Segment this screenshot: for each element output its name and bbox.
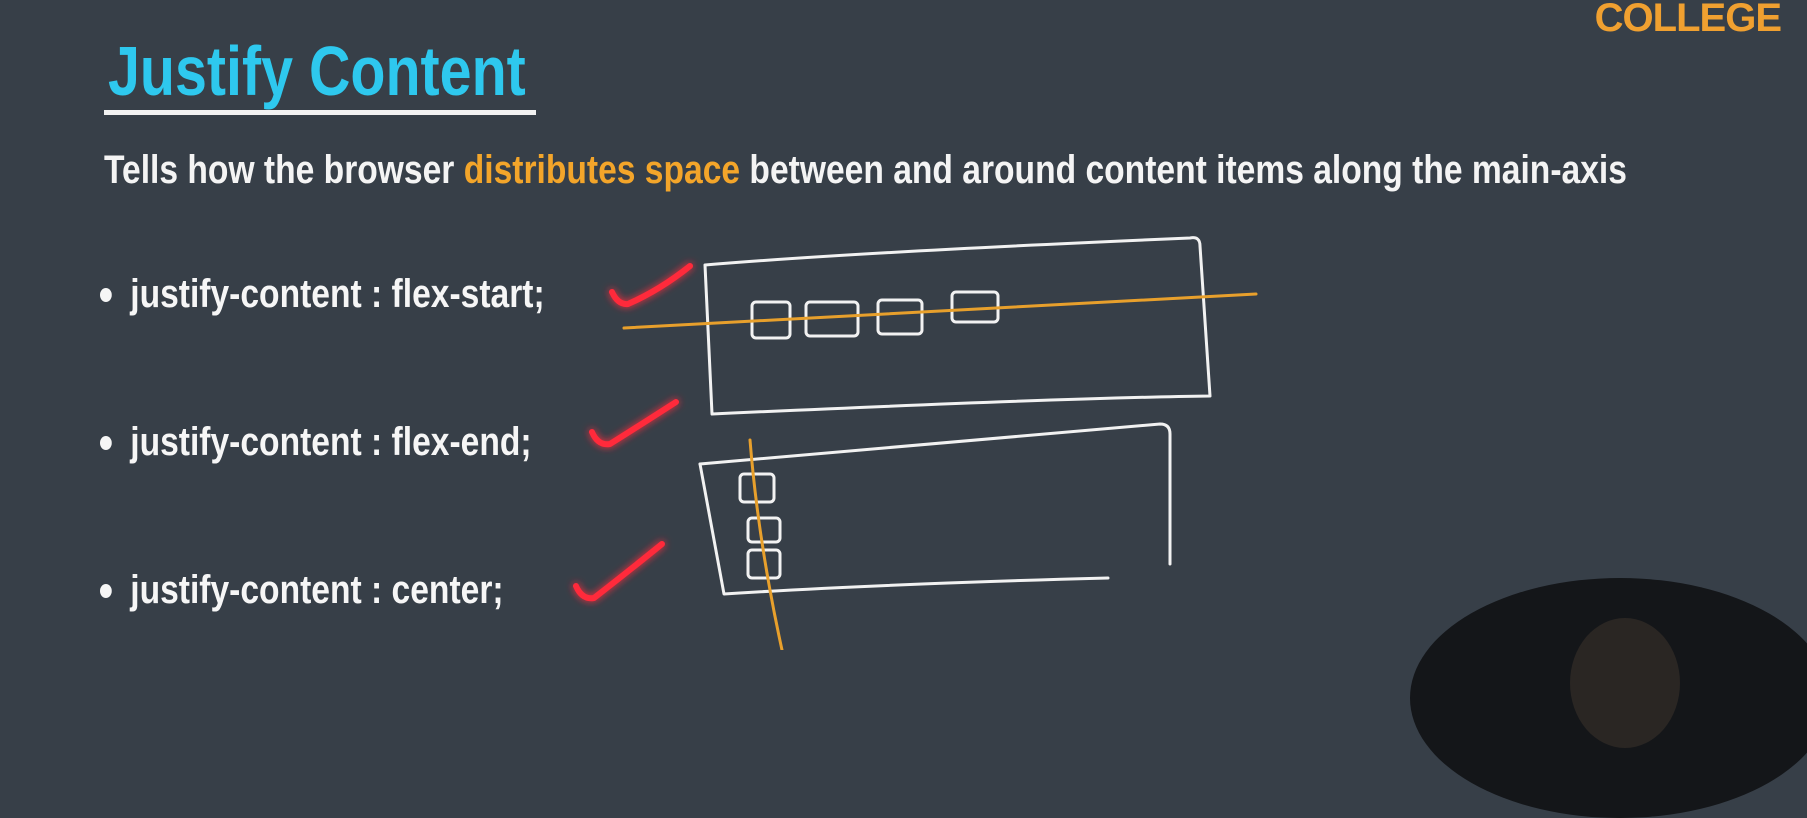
bullet-flex-end: justify-content : flex-end; <box>100 420 532 465</box>
main-axis-line-vertical <box>748 438 784 650</box>
presenter-silhouette <box>1570 618 1680 748</box>
subtitle-text-before: Tells how the browser <box>104 148 464 192</box>
sketch-container-column <box>698 422 1172 566</box>
subtitle-text-after: between and around content items along t… <box>740 148 1627 192</box>
check-mark-icon <box>589 399 679 448</box>
slide-subtitle: Tells how the browser distributes space … <box>104 148 1627 193</box>
main-axis-line-horizontal <box>622 292 1258 330</box>
bullet-center: justify-content : center; <box>100 568 504 613</box>
bullet-dot <box>100 435 112 450</box>
check-mark-icon <box>609 263 693 308</box>
bullet-dot <box>100 287 112 302</box>
bullet-label: justify-content : flex-end; <box>130 420 532 464</box>
check-mark-icon <box>573 541 665 602</box>
subtitle-highlight: distributes space <box>463 148 741 192</box>
slide-title: Justify Content <box>108 32 526 110</box>
sketch-item <box>876 298 924 336</box>
bullet-label: justify-content : center; <box>130 568 504 612</box>
college-logo: COLLEGE <box>1594 0 1782 40</box>
annotation-drawing <box>573 236 1258 650</box>
title-underline <box>104 110 536 115</box>
bullet-label: justify-content : flex-start; <box>130 272 545 316</box>
bullet-flex-start: justify-content : flex-start; <box>100 272 545 317</box>
webcam-feed <box>1410 578 1807 818</box>
sketch-container-row <box>703 236 1212 416</box>
bullet-dot <box>100 583 112 598</box>
sketch-item <box>746 516 782 544</box>
